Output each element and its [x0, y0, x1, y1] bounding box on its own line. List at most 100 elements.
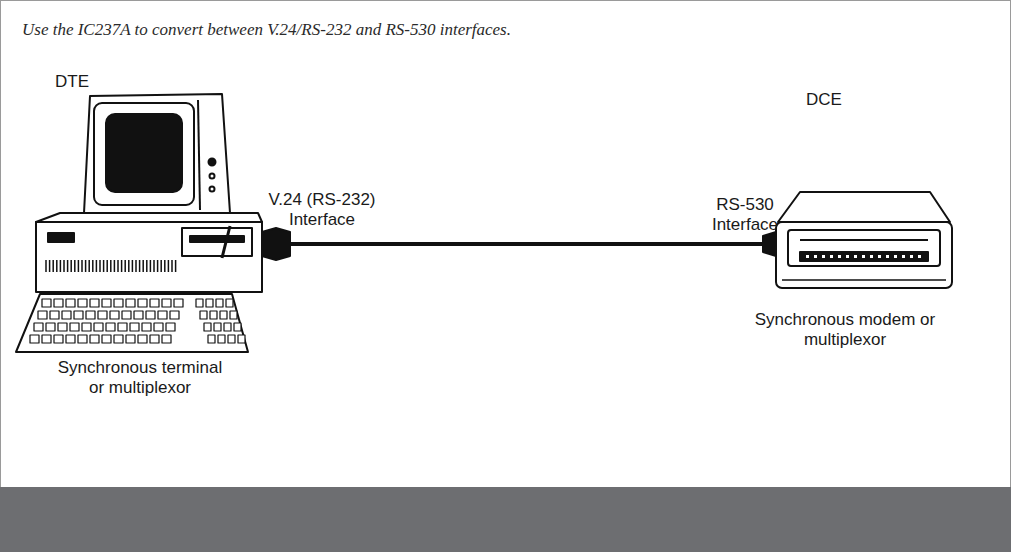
vent-line	[85, 260, 87, 272]
key	[78, 335, 87, 343]
vent-line	[135, 260, 137, 272]
modem-drawing	[763, 192, 952, 288]
panel-line	[800, 239, 928, 241]
key	[102, 335, 111, 343]
key	[70, 323, 79, 331]
indicator-dot	[838, 255, 841, 258]
key	[208, 335, 215, 343]
key	[90, 335, 99, 343]
indicator-dots	[806, 255, 921, 258]
vent-lines	[46, 260, 176, 272]
key	[42, 299, 51, 307]
key	[228, 335, 235, 343]
indicator-dot	[814, 255, 817, 258]
key	[110, 311, 119, 319]
indicator-dot	[862, 255, 865, 258]
key	[134, 311, 143, 319]
drive-latch	[222, 226, 230, 258]
vent-line	[106, 260, 108, 272]
drive-bay	[182, 228, 252, 256]
key	[118, 323, 127, 331]
key	[114, 299, 123, 307]
key	[82, 323, 91, 331]
vent-line	[157, 260, 159, 272]
key	[78, 299, 87, 307]
vent-line	[160, 260, 162, 272]
computer-drawing	[16, 94, 290, 352]
monitor-body	[84, 94, 230, 213]
modem-node: DCESynchronous modem or multiplexor	[762, 88, 987, 358]
vent-line	[146, 260, 148, 272]
key	[106, 323, 115, 331]
vent-line	[56, 260, 58, 272]
key	[94, 323, 103, 331]
key	[66, 335, 75, 343]
indicator-dot	[854, 255, 857, 258]
key	[224, 323, 231, 331]
modem-panel	[788, 230, 940, 266]
vent-line	[128, 260, 130, 272]
cable-plug	[763, 232, 776, 256]
key	[50, 311, 59, 319]
vent-line	[74, 260, 76, 272]
indicator-strip	[800, 252, 928, 261]
device-role: DCE	[802, 90, 846, 110]
vent-line	[153, 260, 155, 272]
indicator-dot	[806, 255, 809, 258]
monitor-edge	[198, 100, 200, 210]
key	[150, 335, 159, 343]
key	[230, 311, 237, 319]
system-unit	[36, 222, 262, 292]
modem-base-line	[782, 279, 946, 281]
key	[170, 311, 179, 319]
key	[130, 323, 139, 331]
indicator-dot	[894, 255, 897, 258]
key	[206, 299, 213, 307]
key	[62, 311, 71, 319]
vent-line	[63, 260, 65, 272]
vent-line	[175, 260, 177, 272]
key	[74, 311, 83, 319]
vent-line	[99, 260, 101, 272]
key	[138, 299, 147, 307]
key	[238, 335, 245, 343]
caption-title: Use the IC237A to convert between V.24/R…	[22, 20, 511, 40]
vent-line	[49, 260, 51, 272]
vent-line	[114, 260, 116, 272]
key	[138, 335, 147, 343]
vent-line	[142, 260, 144, 272]
key	[216, 299, 223, 307]
key	[114, 335, 123, 343]
key	[150, 299, 159, 307]
key	[142, 323, 151, 331]
vent-line	[88, 260, 90, 272]
unit-slot	[48, 233, 74, 242]
modem-top	[778, 192, 950, 222]
vent-line	[117, 260, 119, 272]
vent-line	[92, 260, 94, 272]
key	[46, 323, 55, 331]
footer-band	[0, 487, 1011, 552]
key	[90, 299, 99, 307]
vent-line	[124, 260, 126, 272]
monitor-screen	[106, 114, 182, 192]
terminal-node: DTESynchronous terminal or multiplexor	[0, 60, 290, 402]
vent-line	[103, 260, 105, 272]
device-role: DTE	[40, 72, 104, 92]
vent-line	[60, 260, 62, 272]
interface-label: V.24 (RS-232) Interface	[257, 190, 387, 230]
indicator-dot	[878, 255, 881, 258]
interface-label: RS-530 Interface	[703, 195, 787, 235]
vent-line	[96, 260, 98, 272]
key	[58, 323, 67, 331]
key	[86, 311, 95, 319]
keyboard-keys	[30, 299, 245, 343]
key	[204, 323, 211, 331]
key	[162, 335, 171, 343]
monitor-button	[210, 174, 215, 179]
indicator-dot	[886, 255, 889, 258]
monitor-bezel	[94, 103, 194, 205]
